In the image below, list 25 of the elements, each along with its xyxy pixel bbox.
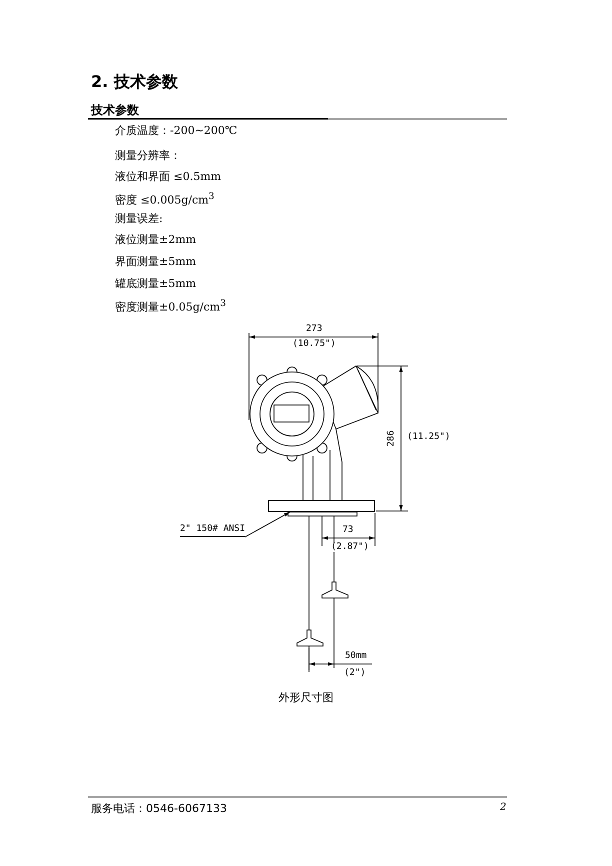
dimension-text: 50mm <box>345 652 367 661</box>
callout-label: 2" 150# ANSI <box>180 525 246 537</box>
dimension-text: 273 <box>306 325 322 334</box>
dimension-text: 73 <box>342 526 354 535</box>
dimension-text: (11.25") <box>407 433 450 442</box>
spec-text: 密度测量±0.05g/cm$^{3}$ <box>115 299 226 313</box>
page-number: 2 <box>500 803 506 813</box>
figure-caption: 外形尺寸图 <box>278 692 334 703</box>
footer-text: 服务电话：0546-6067133 <box>91 803 227 814</box>
dimension-text: 286 <box>388 430 397 446</box>
flange-plate <box>268 500 375 512</box>
spec-text: 测量误差: <box>115 213 163 224</box>
subheading: 技术参数 <box>91 104 139 116</box>
dimension-text: (2") <box>344 669 366 678</box>
dimension-text: (2.87") <box>330 543 370 552</box>
spec-text: 罐底测量±5mm <box>115 278 196 289</box>
spec-text: 介质温度：-200~200℃ <box>115 125 238 136</box>
spec-text: 液位和界面 ≤0.5mm <box>115 171 222 182</box>
spec-text: 测量分辨率： <box>115 150 181 161</box>
leader-line <box>244 512 290 538</box>
dimension-text: (10.75") <box>292 340 336 349</box>
heading: 2. 技术参数 <box>91 74 178 90</box>
spec-text: 界面测量±5mm <box>115 256 196 267</box>
spec-text: 液位测量±2mm <box>115 234 196 245</box>
spec-text: 密度 ≤0.005g/cm$^{3}$ <box>115 192 214 206</box>
